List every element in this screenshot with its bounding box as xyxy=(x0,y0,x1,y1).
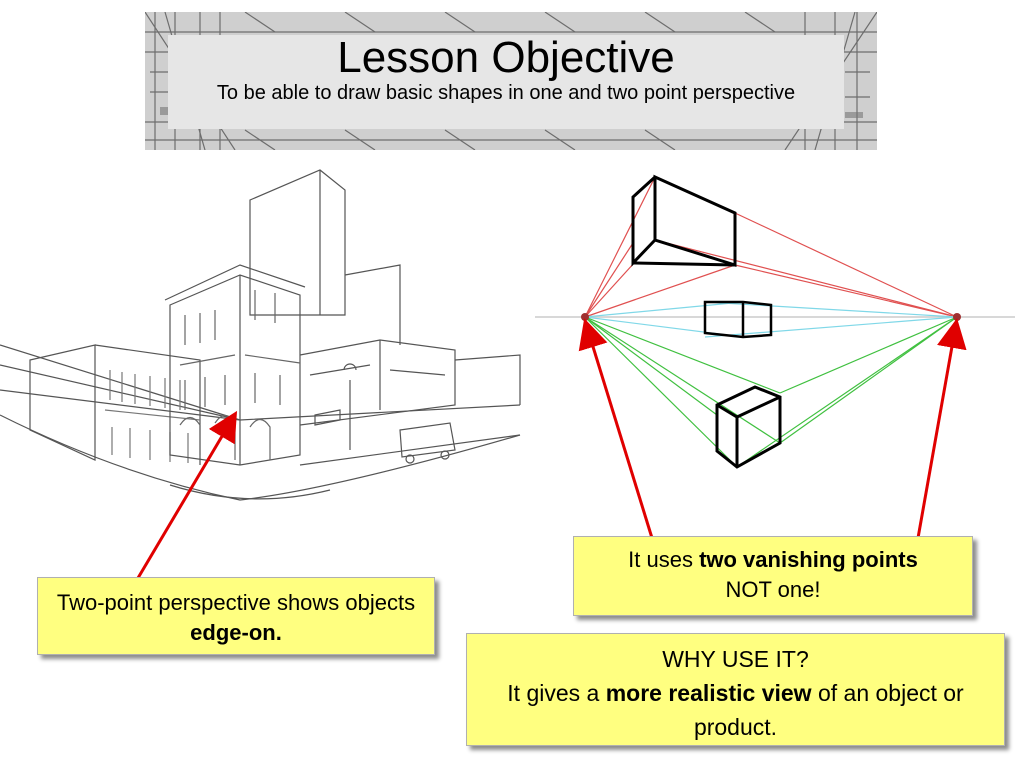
callout-why-use-it: WHY USE IT? It gives a more realistic vi… xyxy=(466,633,1005,746)
two-point-perspective-diagram xyxy=(535,174,1015,469)
callout-why-heading: WHY USE IT? xyxy=(662,646,809,672)
title-box: Lesson Objective To be able to draw basi… xyxy=(168,35,844,129)
callout-vanishing-points: It uses two vanishing points NOT one! xyxy=(573,536,973,616)
header-banner: Lesson Objective To be able to draw basi… xyxy=(145,12,877,150)
middle-box-shape xyxy=(703,300,773,339)
building-sketch-image xyxy=(0,169,521,501)
page-subtitle: To be able to draw basic shapes in one a… xyxy=(216,82,796,104)
callout-vp-prefix: It uses xyxy=(628,547,700,572)
left-vanishing-point xyxy=(581,313,589,321)
callout-why-bold: more realistic view xyxy=(605,680,812,706)
bottom-box-shape xyxy=(715,385,782,469)
right-vanishing-point xyxy=(953,313,961,321)
callout-edge-on-text: Two-point perspective shows objects xyxy=(56,590,416,615)
page-title: Lesson Objective xyxy=(337,33,675,82)
callout-edge-on: Two-point perspective shows objects edge… xyxy=(37,577,435,655)
callout-vp-bold: two vanishing points xyxy=(699,547,918,572)
callout-why-prefix: It gives a xyxy=(507,680,606,706)
callout-why-suffix: of an object or product. xyxy=(693,680,964,740)
callout-vp-suffix: NOT one! xyxy=(725,577,821,602)
callout-edge-on-bold: edge-on. xyxy=(190,620,282,645)
red-guide-lines xyxy=(584,176,958,318)
top-box-shape xyxy=(631,174,737,268)
